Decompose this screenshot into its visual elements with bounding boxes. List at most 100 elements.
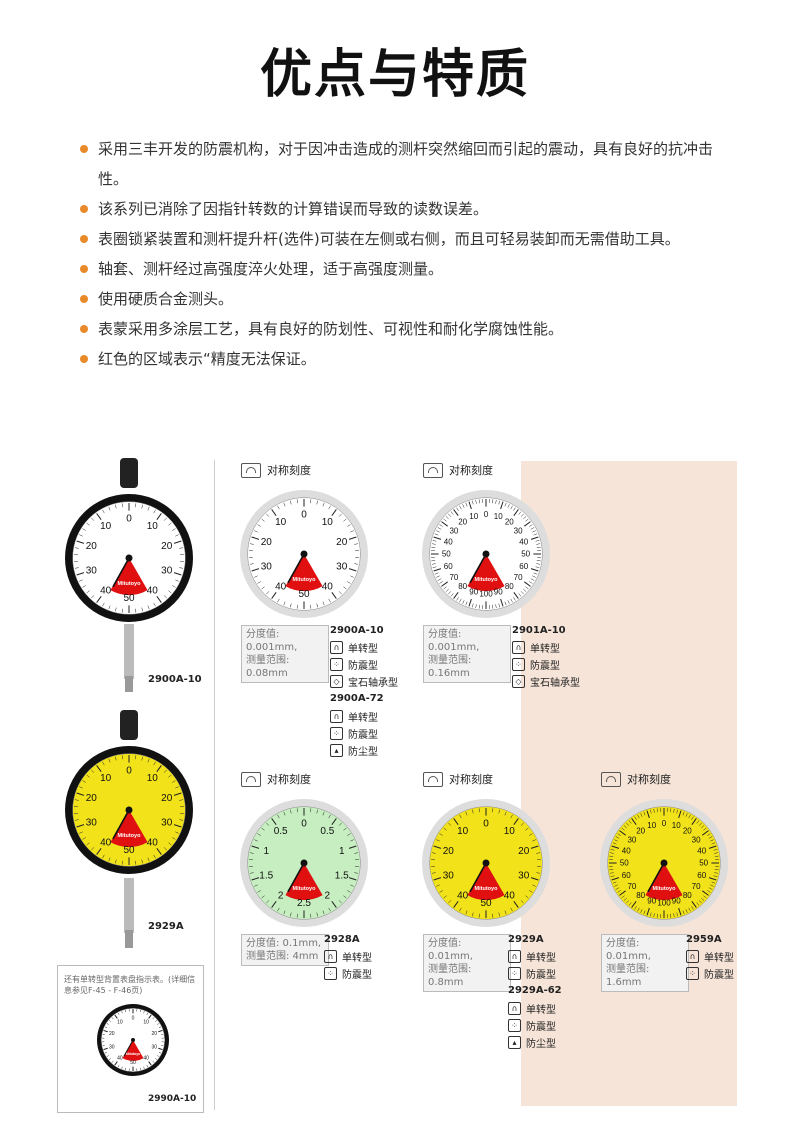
tick	[504, 811, 507, 816]
tick	[348, 536, 357, 540]
feature-item: 轴套、测杆经过高强度淬火处理，适于高强度测量。	[80, 254, 730, 284]
tick-label: 20	[86, 541, 98, 552]
tick	[650, 912, 652, 917]
tick-label: 0	[301, 819, 307, 830]
tick-label: 0	[484, 510, 489, 519]
tick	[290, 603, 292, 608]
tick	[103, 1047, 108, 1051]
brand-logo: Mitutoyo	[126, 1052, 141, 1056]
tick	[147, 857, 150, 862]
tick	[510, 505, 513, 510]
tick	[536, 872, 541, 874]
single-rev-icon: ∩	[324, 949, 337, 963]
tick	[254, 884, 258, 887]
tick	[115, 859, 117, 864]
tick	[518, 511, 522, 515]
tick	[147, 758, 150, 763]
tick	[271, 592, 277, 599]
tick	[472, 500, 474, 505]
spec-box: 分度值: 0.01mm,测量范围: 1.6mm	[601, 934, 689, 992]
tick-label: 60	[622, 871, 631, 880]
tick	[155, 1058, 158, 1060]
tick	[532, 575, 536, 578]
tick-label: 30	[151, 1045, 157, 1051]
tick-label: 20	[336, 537, 348, 548]
tick-label: 30	[161, 566, 173, 577]
tick-label: 10	[647, 821, 656, 830]
tick	[348, 568, 357, 572]
tick	[530, 845, 539, 849]
tick	[179, 567, 184, 569]
tick	[146, 1065, 149, 1068]
pointer-needle	[287, 553, 305, 584]
tick	[703, 895, 707, 899]
tick	[701, 897, 705, 901]
tick	[530, 578, 535, 581]
tick	[86, 590, 90, 594]
tick	[498, 603, 500, 608]
shock-proof-icon: ⁘	[686, 966, 699, 980]
tick	[525, 586, 529, 590]
tick	[261, 827, 265, 831]
feature-item: 红色的区域表示“精度无法保证。	[80, 344, 730, 374]
brand-logo: Mitutoyo	[293, 577, 317, 583]
feature-shock: ⁘防震型	[508, 966, 556, 981]
tick	[76, 572, 85, 576]
tick	[433, 877, 442, 881]
tick	[628, 902, 632, 906]
tick	[437, 527, 442, 530]
tick	[82, 528, 86, 531]
tick	[254, 575, 258, 578]
tick	[328, 598, 331, 603]
tick	[453, 901, 459, 908]
tick	[283, 502, 286, 507]
pointer-hub	[300, 550, 308, 558]
pointer-needle	[123, 1039, 134, 1057]
red-zone	[285, 554, 323, 592]
tick	[431, 852, 436, 854]
tick	[468, 598, 472, 607]
tick	[431, 872, 436, 874]
tick	[172, 837, 176, 840]
tick-label: 60	[697, 871, 706, 880]
tick-label: 20	[109, 1031, 115, 1037]
tick	[643, 811, 646, 816]
tick	[634, 816, 637, 820]
tick	[529, 524, 533, 527]
tick	[158, 1052, 162, 1054]
feature-item: 表圈锁紧装置和测杆提升杆(选件)可装在左侧或右侧，而且可轻易装卸而无需借助工具。	[80, 224, 730, 254]
tick	[347, 524, 351, 527]
tick	[439, 833, 443, 836]
tick	[175, 579, 179, 582]
tick	[121, 1011, 123, 1014]
tick-label: 10	[100, 773, 112, 784]
tick	[520, 591, 524, 595]
tick-label: 0	[301, 510, 307, 521]
tick	[615, 836, 620, 839]
tick	[283, 601, 286, 606]
tick-label: 20	[458, 518, 467, 527]
tick-label: 40	[117, 1056, 123, 1062]
tick	[498, 500, 500, 505]
tick	[498, 809, 500, 814]
tick	[500, 501, 504, 510]
tick	[338, 900, 342, 904]
tick	[153, 602, 156, 607]
tick	[108, 605, 111, 610]
note-box: 还有单转型背置表盘指示表。(详细信息参见F-45 - F-46页) 2990A-…	[57, 965, 204, 1113]
tick	[702, 830, 709, 836]
pointer-needle	[647, 862, 665, 893]
tick-label: 40	[100, 585, 112, 596]
tick	[172, 780, 176, 783]
tick	[283, 910, 286, 915]
model-label: 2959A	[686, 934, 722, 945]
tick-label: 20	[151, 1031, 157, 1037]
tick	[524, 581, 531, 587]
tick	[453, 818, 459, 825]
tick	[708, 877, 717, 881]
tick	[76, 792, 85, 796]
note-text: 还有单转型背置表盘指示表。(详细信息参见F-45 - F-46页)	[64, 975, 196, 995]
tick-label: 1.5	[259, 871, 273, 882]
tick	[711, 881, 716, 884]
tick	[513, 592, 519, 599]
